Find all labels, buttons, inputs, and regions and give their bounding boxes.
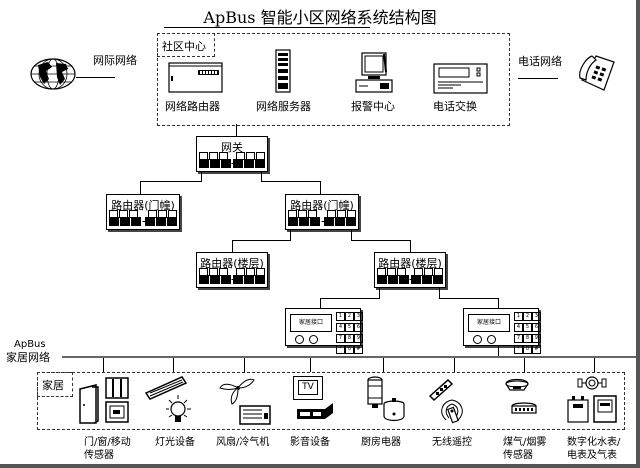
alarm-center-label: 报警中心 bbox=[351, 100, 395, 113]
device-label: 无线遥控 bbox=[432, 437, 472, 448]
device-label-line2: 传感器 bbox=[84, 450, 114, 461]
home-tag bbox=[37, 372, 73, 397]
port-group bbox=[199, 152, 228, 160]
gateway-label: 网关 bbox=[221, 141, 243, 154]
jack-group bbox=[233, 159, 265, 168]
title-underline bbox=[164, 27, 370, 28]
home-bus-label-top: ApBus bbox=[14, 339, 46, 350]
panel-screen: 家居接口 bbox=[468, 314, 510, 332]
knob-icon bbox=[295, 335, 304, 344]
gateway-node: 网关 bbox=[196, 136, 268, 172]
knob-icon bbox=[487, 335, 496, 344]
fan-aircon-icon bbox=[219, 378, 271, 425]
lighting-icon bbox=[144, 376, 191, 422]
remote-control-icon bbox=[428, 378, 463, 424]
switchboard-icon bbox=[433, 63, 488, 94]
diagram-title: ApBus 智能小区网络系统结构图 bbox=[203, 8, 437, 27]
phone-exchange-label: 电话交换 bbox=[433, 100, 477, 113]
building-router-node: 路由器(门幢) bbox=[106, 194, 180, 230]
router-label: 网络路由器 bbox=[165, 100, 220, 113]
building-router-label: 路由器(门幢) bbox=[290, 199, 354, 212]
device-label: 风扇/冷气机 bbox=[216, 437, 270, 448]
phone-network-label: 电话网络 bbox=[518, 55, 562, 68]
server-icon bbox=[275, 49, 291, 93]
device-label-line2: 电表及气表 bbox=[567, 450, 617, 461]
panel-screen: 家居接口 bbox=[290, 314, 332, 332]
tv-screen-text: TV bbox=[298, 380, 318, 395]
floor-router-label: 路由器(楼层) bbox=[378, 257, 442, 270]
internet-label: 网际网络 bbox=[93, 54, 137, 67]
meters-icon bbox=[567, 376, 617, 423]
device-label: 门/窗/移动 bbox=[84, 437, 131, 448]
door-window-sensor-icon bbox=[79, 377, 129, 424]
floor-router-node: 路由器(楼层) bbox=[196, 252, 268, 288]
av-player-icon bbox=[297, 403, 333, 419]
link-center-gateway bbox=[236, 124, 237, 136]
globe-icon bbox=[30, 58, 76, 90]
frame-border-bottom bbox=[0, 464, 640, 468]
telephone-icon bbox=[579, 55, 615, 91]
device-label: 灯光设备 bbox=[155, 437, 195, 448]
building-router-node: 路由器(门幢) bbox=[285, 194, 359, 230]
device-label: 数字化水表/ bbox=[567, 437, 621, 448]
device-label: 厨房电器 bbox=[361, 437, 401, 448]
gas-smoke-sensor-icon bbox=[505, 378, 537, 414]
floor-router-label: 路由器(楼层) bbox=[200, 257, 264, 270]
frame-border-right bbox=[636, 0, 640, 468]
router-icon bbox=[168, 62, 223, 93]
home-bus-line bbox=[62, 356, 636, 358]
phone-link bbox=[518, 78, 558, 79]
device-label: 影音设备 bbox=[290, 437, 330, 448]
community-center-tag bbox=[157, 33, 215, 57]
floor-router-node: 路由器(楼层) bbox=[374, 252, 446, 288]
home-label: 家居 bbox=[42, 379, 64, 392]
knob-icon bbox=[309, 335, 318, 344]
community-center-box bbox=[157, 33, 510, 126]
server-label: 网络服务器 bbox=[256, 100, 311, 113]
community-center-label: 社区中心 bbox=[162, 40, 206, 53]
internet-link bbox=[76, 77, 115, 78]
device-label: 煤气/烟雾 bbox=[503, 437, 547, 448]
computer-icon bbox=[355, 52, 393, 93]
building-router-label: 路由器(门幢) bbox=[111, 199, 175, 212]
tv-icon: TV bbox=[293, 376, 323, 400]
device-label-line2: 传感器 bbox=[503, 450, 533, 461]
kitchen-appliance-icon bbox=[367, 376, 405, 422]
home-bus-label: 家居网络 bbox=[6, 351, 50, 364]
home-box bbox=[37, 372, 625, 430]
knob-icon bbox=[473, 335, 482, 344]
